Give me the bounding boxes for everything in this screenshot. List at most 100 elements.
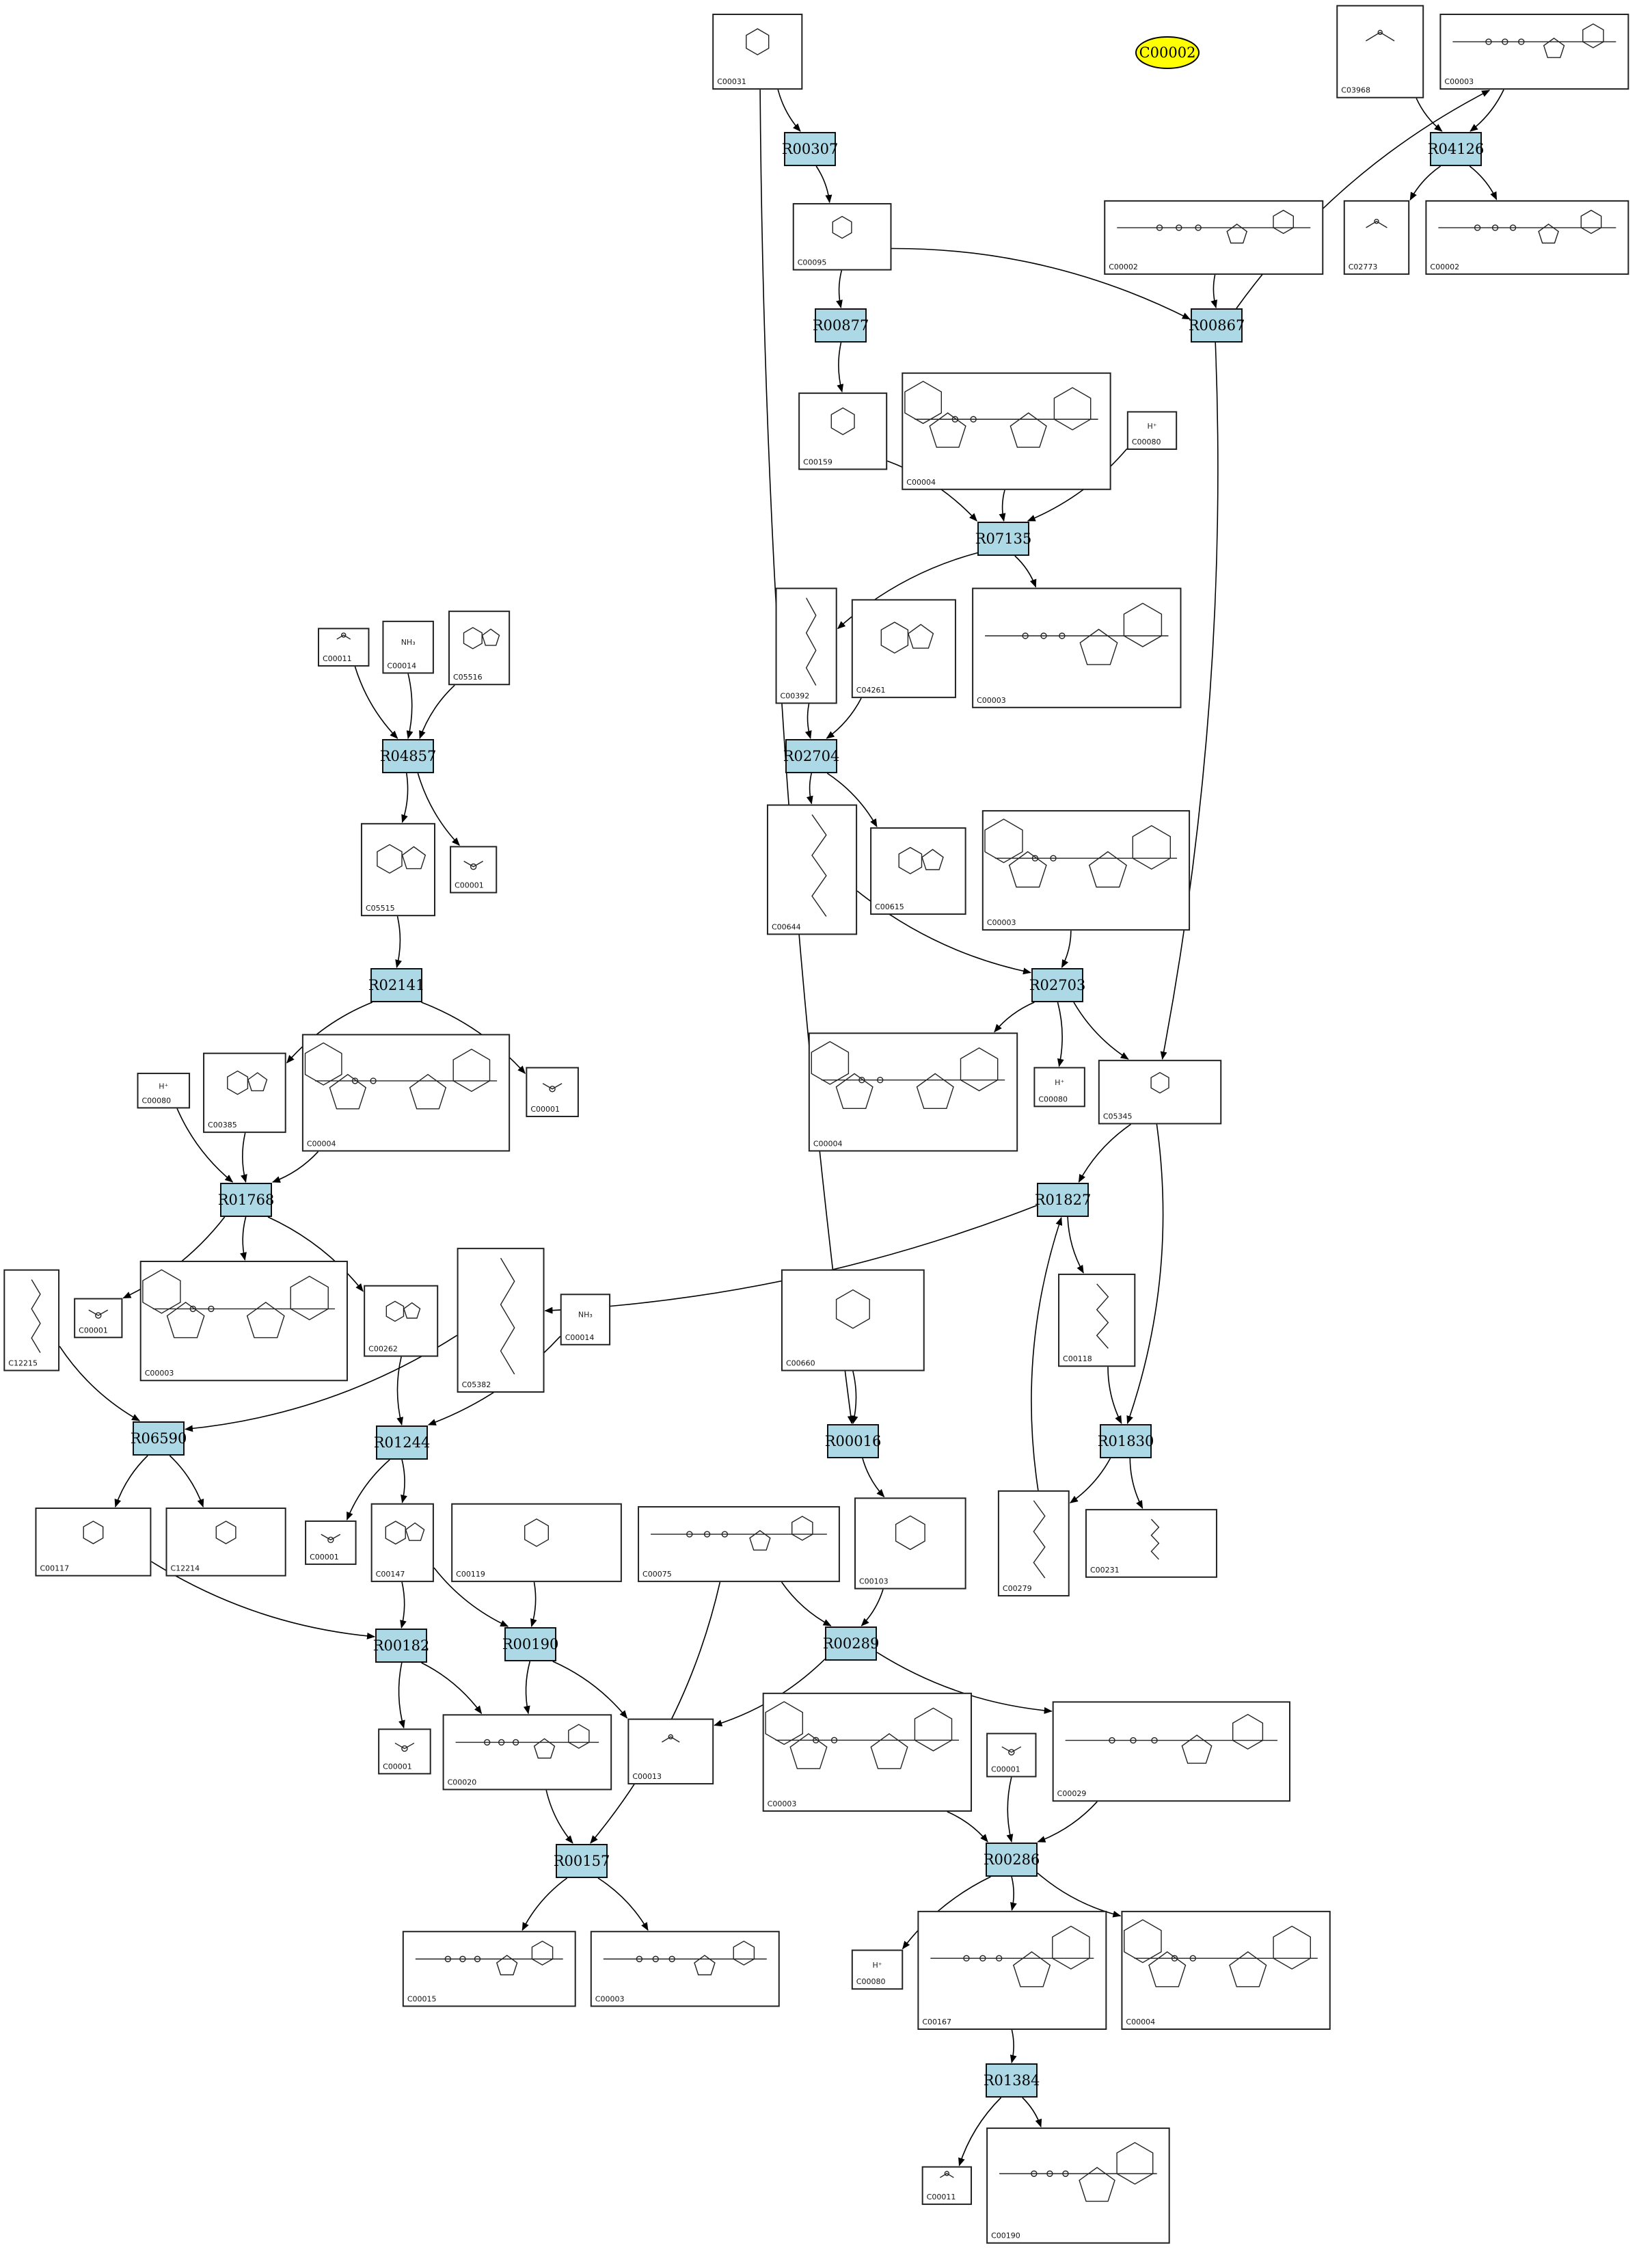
phosphate-glyph xyxy=(951,416,959,423)
compound-node[interactable]: C00117 xyxy=(35,1508,152,1577)
compound-node[interactable]: C00660 xyxy=(781,1269,925,1371)
compound-node[interactable]: C00279 xyxy=(997,1490,1070,1597)
reaction-node[interactable]: R02703 xyxy=(1029,968,1086,1002)
compound-node[interactable]: C12215 xyxy=(3,1269,60,1371)
compound-node[interactable]: C00004 xyxy=(301,1034,511,1152)
reaction-node[interactable]: R00286 xyxy=(984,1843,1040,1877)
reaction-node[interactable]: R00307 xyxy=(782,132,839,166)
reaction-edge xyxy=(826,697,862,739)
compound-node[interactable]: C00011 xyxy=(921,2166,973,2206)
compound-node[interactable]: C05382 xyxy=(457,1248,545,1393)
compound-node[interactable]: C00003 xyxy=(981,809,1191,931)
compound-node[interactable]: C00003 xyxy=(1439,13,1629,90)
reaction-node[interactable]: R00877 xyxy=(813,308,869,343)
compound-node[interactable]: C00015 xyxy=(402,1931,576,2007)
compound-id-label: C00001 xyxy=(530,1105,560,1114)
compound-node[interactable]: C00001 xyxy=(378,1728,431,1775)
compound-node[interactable]: C00029 xyxy=(1052,1701,1291,1802)
compound-node[interactable]: H⁺C00080 xyxy=(1126,411,1178,450)
reaction-node[interactable]: R02141 xyxy=(368,968,425,1002)
compound-id-label: C12214 xyxy=(170,1564,200,1573)
compound-node[interactable]: C00644 xyxy=(766,804,858,935)
reaction-node[interactable]: R07135 xyxy=(975,522,1032,556)
compound-node[interactable]: C00003 xyxy=(139,1261,348,1382)
compound-node[interactable]: C05515 xyxy=(360,822,435,917)
compound-node[interactable]: C05345 xyxy=(1098,1060,1222,1125)
compound-node[interactable]: C02773 xyxy=(1343,200,1410,275)
compound-node[interactable]: C00003 xyxy=(762,1692,973,1812)
compound-node[interactable]: C00075 xyxy=(638,1505,840,1583)
formula-text: H⁺ xyxy=(1055,1078,1064,1087)
compound-node[interactable]: C04261 xyxy=(851,599,956,699)
reaction-edge xyxy=(826,773,878,827)
reaction-node[interactable]: R00289 xyxy=(823,1626,880,1661)
compound-node[interactable]: H⁺C00080 xyxy=(137,1073,191,1109)
compound-node[interactable]: C00159 xyxy=(798,392,888,470)
reaction-node[interactable]: R01384 xyxy=(984,2063,1040,2098)
compound-node[interactable]: C12214 xyxy=(165,1508,286,1577)
reaction-edge xyxy=(777,89,801,132)
compound-id-label: C00117 xyxy=(40,1564,69,1573)
compound-node[interactable]: C00001 xyxy=(74,1298,123,1339)
reaction-node[interactable]: R00157 xyxy=(554,1844,610,1878)
reaction-node[interactable]: R00190 xyxy=(502,1627,559,1661)
compound-node[interactable]: C00003 xyxy=(972,587,1182,708)
phosphate-glyph xyxy=(1040,632,1047,639)
compound-node[interactable]: C00147 xyxy=(370,1503,434,1583)
bond-glyph xyxy=(88,1309,109,1316)
phosphate-glyph xyxy=(970,416,977,423)
compound-node[interactable]: C05516 xyxy=(448,611,511,686)
compound-node[interactable]: C00003 xyxy=(590,1931,780,2007)
compound-node[interactable]: C00004 xyxy=(808,1032,1018,1152)
compound-node[interactable]: C00004 xyxy=(1121,1910,1331,2030)
compound-node[interactable]: C00002 xyxy=(1104,200,1324,275)
reaction-id-label: R02704 xyxy=(783,748,840,764)
compound-node[interactable]: C00002 xyxy=(1425,200,1629,275)
ring-glyph xyxy=(403,1302,421,1319)
compound-node[interactable]: C00011 xyxy=(317,628,370,667)
compound-node[interactable]: C03968 xyxy=(1336,5,1424,98)
compound-node[interactable]: C00001 xyxy=(305,1520,357,1565)
compound-node[interactable]: H⁺C00080 xyxy=(851,1949,904,1990)
compound-node[interactable]: C00190 xyxy=(986,2127,1170,2244)
reaction-node[interactable]: R00182 xyxy=(373,1629,430,1663)
reaction-node[interactable]: R01830 xyxy=(1098,1424,1154,1458)
reaction-node[interactable]: R01244 xyxy=(374,1425,431,1460)
reaction-edge xyxy=(1236,90,1491,309)
atom-glyph xyxy=(1377,29,1383,36)
reaction-node[interactable]: R04126 xyxy=(1428,132,1485,166)
reaction-node[interactable]: R01827 xyxy=(1035,1183,1092,1217)
compound-node[interactable]: C00231 xyxy=(1085,1509,1217,1578)
reaction-node[interactable]: R00016 xyxy=(825,1424,882,1458)
reaction-id-label: R00877 xyxy=(813,317,869,334)
compound-node[interactable]: C00167 xyxy=(917,1910,1107,2030)
reaction-node[interactable]: R01768 xyxy=(218,1183,275,1217)
reaction-node[interactable]: R00867 xyxy=(1189,308,1245,343)
compound-node[interactable]: C00013 xyxy=(627,1718,714,1785)
compound-node[interactable]: C00119 xyxy=(451,1503,622,1583)
reaction-edge xyxy=(999,490,1006,522)
compound-node[interactable]: C00095 xyxy=(792,203,892,271)
compound-node[interactable]: C00031 xyxy=(712,13,803,90)
compound-node[interactable]: C00004 xyxy=(902,372,1111,490)
compound-node[interactable]: C00001 xyxy=(450,846,498,894)
compound-node[interactable]: C00615 xyxy=(870,827,966,915)
compound-node[interactable]: C00118 xyxy=(1058,1273,1136,1367)
chain-glyph xyxy=(811,814,827,917)
compound-node[interactable]: C00001 xyxy=(986,1732,1037,1778)
compound-node[interactable]: C00385 xyxy=(203,1052,286,1134)
reaction-node[interactable]: R02704 xyxy=(783,739,840,773)
reaction-node[interactable]: R06590 xyxy=(131,1421,187,1456)
compound-node[interactable]: C00001 xyxy=(526,1067,579,1118)
reaction-edge xyxy=(1061,930,1072,968)
compound-node[interactable]: C00103 xyxy=(854,1497,966,1590)
compound-node[interactable]: H⁺C00080 xyxy=(1033,1067,1085,1108)
reaction-node[interactable]: R04857 xyxy=(380,739,437,773)
compound-node[interactable]: C00020 xyxy=(442,1714,612,1791)
ring-glyph xyxy=(898,846,923,874)
compound-node[interactable]: C00392 xyxy=(775,587,837,704)
highlighted-compound-node[interactable] xyxy=(1135,36,1200,69)
compound-node[interactable]: C00262 xyxy=(364,1285,439,1357)
